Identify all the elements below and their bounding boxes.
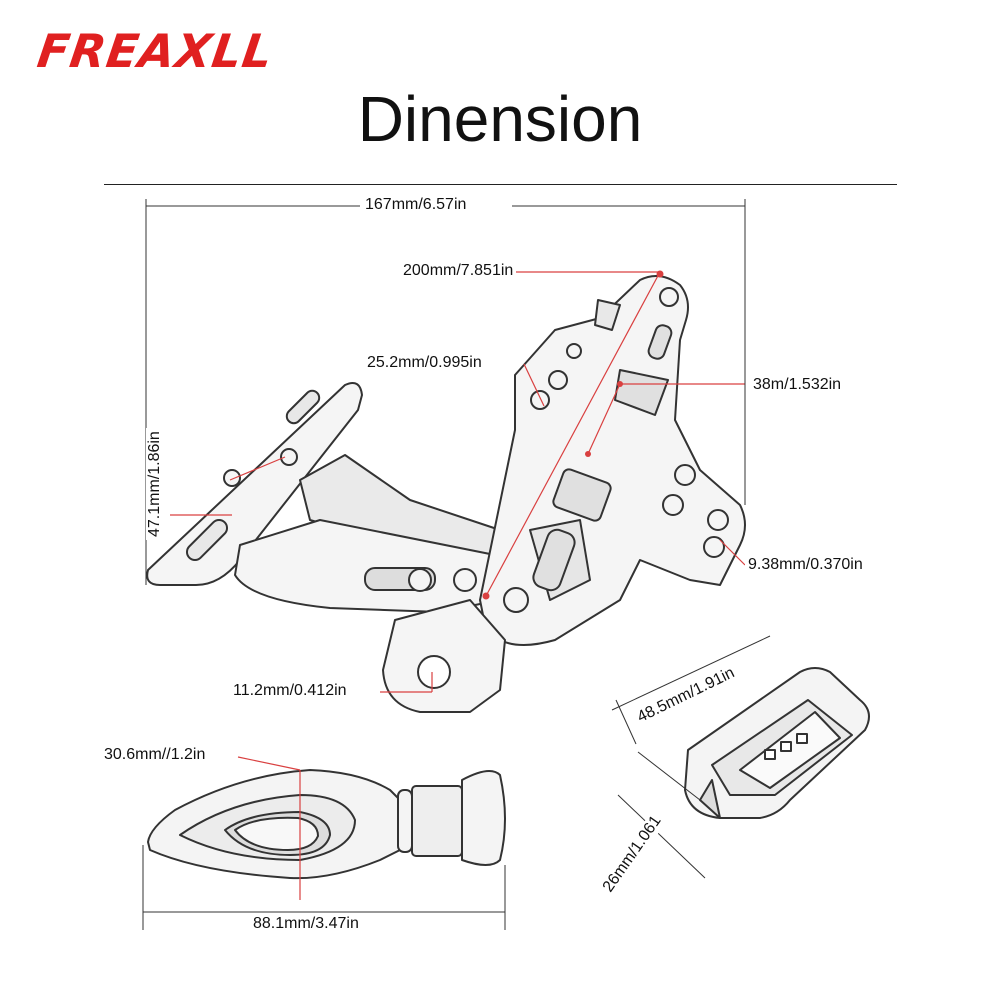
dim-signal-length: 88.1mm/3.47in: [250, 915, 362, 933]
dim-mount-hole: 11.2mm/0.412in: [230, 682, 350, 700]
dim-width-total: 167mm/6.57in: [362, 196, 470, 214]
dim-hole-spacing: 25.2mm/0.995in: [364, 354, 485, 372]
title-divider: [104, 184, 897, 185]
tail-light-drawing: [684, 667, 870, 819]
dim-signal-height: 30.6mm//1.2in: [101, 746, 209, 764]
dim-plate-height: 47.1mm/1.86in: [146, 428, 164, 540]
mount-clamp: [382, 599, 506, 713]
dim-small-hole: 9.38mm/0.370in: [745, 556, 866, 574]
dim-bracket-width: 38m/1.532in: [750, 376, 845, 394]
turn-signal-drawing: [147, 769, 506, 880]
page-title: Dinension: [357, 83, 643, 155]
dim-diagonal: 200mm/7.851in: [400, 262, 517, 280]
